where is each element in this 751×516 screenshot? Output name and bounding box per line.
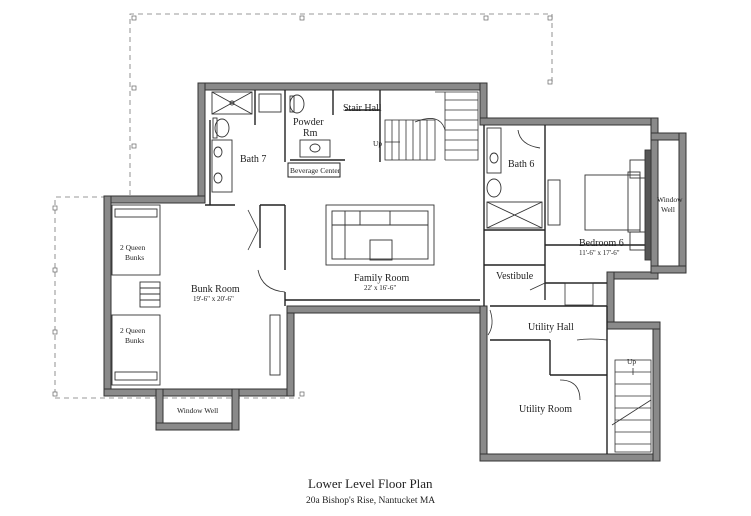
- bedroom6-furniture: [547, 149, 652, 261]
- family-room-label: Family Room: [354, 273, 410, 284]
- plan-title: Lower Level Floor Plan: [308, 476, 433, 491]
- bedroom6-dim: 11'-6" x 17'-6": [579, 249, 620, 257]
- bunk-room-label: Bunk Room: [191, 284, 240, 295]
- family-room-sectional: [325, 204, 435, 266]
- bath7-label: Bath 7: [240, 154, 266, 165]
- bedroom6-label: Bedroom 6: [579, 238, 624, 249]
- exterior-walls: [103, 82, 687, 462]
- powder-fixtures: [289, 94, 331, 158]
- utility-stairs: [611, 359, 652, 453]
- powder-room-label: Powder: [293, 117, 324, 128]
- bunks-top-label: 2 Queen: [120, 243, 145, 252]
- family-room-dim: 22' x 16'-6": [364, 284, 396, 292]
- window-well-right-label-2: Well: [661, 205, 675, 214]
- dashed-outline-markers: [52, 15, 553, 397]
- bunk-furniture: [111, 204, 286, 386]
- bath6-label: Bath 6: [508, 159, 534, 170]
- utility-room-label: Utility Room: [519, 404, 572, 415]
- interior-walls: [205, 90, 651, 454]
- beverage-center-label: Beverage Center: [290, 166, 341, 175]
- stair-hall-label: Stair Hall: [343, 103, 382, 114]
- door-swings: [487, 282, 608, 401]
- vestibule-label: Vestibule: [496, 271, 534, 282]
- bath7-fixtures: [211, 91, 282, 193]
- dashed-outline-upper: [54, 13, 553, 399]
- bunks-bottom-label-2: Bunks: [125, 336, 144, 345]
- bath6-fixtures: [486, 127, 543, 229]
- bunks-top-label-2: Bunks: [125, 253, 144, 262]
- window-well-right-label: Window: [657, 195, 683, 204]
- bunk-room-dim: 19'-6" x 20'-6": [193, 295, 234, 303]
- bunks-bottom-label: 2 Queen: [120, 326, 145, 335]
- plan-address: 20a Bishop's Rise, Nantucket MA: [306, 496, 435, 506]
- utility-hall-label: Utility Hall: [528, 322, 574, 333]
- stair-hall-stairs: [384, 91, 479, 161]
- stair-up-utility-label: Up: [627, 357, 636, 366]
- powder-room-label-2: Rm: [303, 128, 318, 139]
- stair-up-main-label: Up: [373, 139, 382, 148]
- window-well-bottom-label: Window Well: [177, 406, 218, 415]
